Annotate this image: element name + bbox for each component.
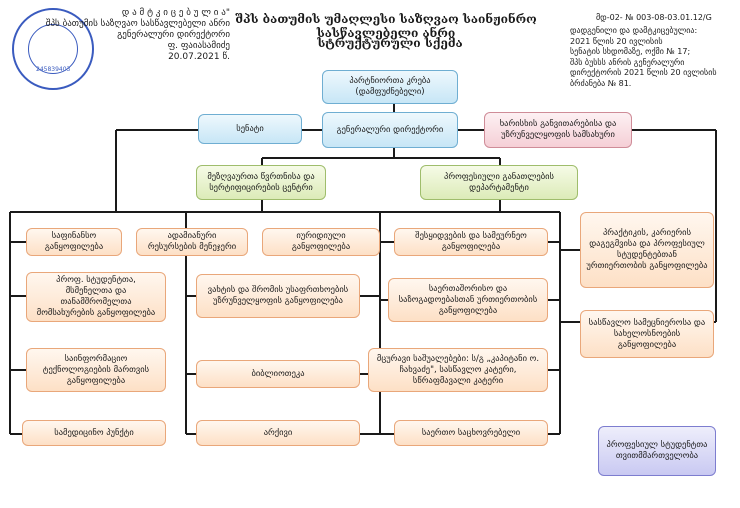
university-title: შპს ბათუმის უმაღლესი საზღვაო საინჟინრო ს… — [235, 12, 537, 40]
document-code: მდ-02- № 003-08-03.01.12/G — [596, 13, 712, 22]
box-training-center: მეზღვაურთა წვრთნისა და სერტიფიცირების ცე… — [196, 165, 326, 200]
box-training-vessels: მცურავი საშუალებები: ს/გ „კაპიტანი ო. ჩა… — [368, 348, 548, 392]
official-stamp: 245839403 — [12, 8, 94, 90]
approval-right-line: დირექტორის 2021 წლის 20 ივლისის — [570, 68, 717, 77]
approval-right: დადგენილი და დამტკიცებულია: 2021 წლის 20… — [570, 26, 735, 89]
stamp-number: 245839403 — [36, 66, 71, 73]
box-it-management: საინფორმაციო ტექნოლოგიების მართვის განყო… — [26, 348, 166, 392]
box-international-relations: საერთაშორისო და საზოგადოებასთან ურთიერთო… — [388, 278, 548, 322]
approval-right-line: სენატის სხდომაზე, ოქმი № 17; — [570, 47, 691, 56]
approval-right-line: შპს ბუსსს ანრის გენერალური — [570, 57, 685, 67]
box-workshops: სასწავლო სამეცნიეროსა და სახელოსნოების გ… — [580, 310, 714, 358]
box-student-self-government: პროფესიულ სტუდენტთა თვითმმართველობა — [598, 426, 716, 476]
box-professional-department: პროფესიული განათლების დეპარტამენტი — [420, 165, 578, 200]
approval-right-line: 2021 წლის 20 ივლისის — [570, 36, 663, 46]
box-human-resources: ადამიანური რესურსების მენეჯერი — [136, 228, 248, 256]
approval-right-line: ბრძანება № 81. — [570, 78, 632, 88]
box-general-director: გენერალური დირექტორი — [322, 112, 458, 148]
box-senate: სენატი — [198, 114, 302, 144]
box-safety: ვახტის და შრომის უსაფრთხოების უზრუნველყო… — [196, 274, 360, 318]
approval-left-line: ფ. ფაიასამიძე — [167, 41, 230, 51]
box-procurement: შესყიდვების და სამეურნეო განყოფილება — [394, 228, 548, 256]
box-finance: საფინანსო განყოფილება — [26, 228, 122, 256]
diagram-title: სტრუქტურული სქემა — [317, 36, 463, 50]
approval-left-line: გენერალური დირექტორი — [117, 30, 230, 40]
box-practice-career: პრაქტიკის, კარიერის დაგეგმვისა და პროფეს… — [580, 212, 714, 288]
box-archive: არქივი — [196, 420, 360, 446]
box-legal: იურიდიული განყოფილება — [262, 228, 380, 256]
approval-right-line: დადგენილი და დამტკიცებულია: — [570, 26, 698, 35]
stamp-inner-ring — [28, 24, 78, 74]
box-dormitory: საერთო საცხოვრებელი — [394, 420, 548, 446]
approval-left-line: დ ა მ ტ კ ი ც ე ბ უ ლ ი ა" — [121, 8, 230, 18]
box-partners-assembly: პარტნიორთა კრება (დამფუძნებელი) — [322, 70, 458, 104]
box-quality-service: ხარისხის განვითარებისა და უზრუნველყოფის … — [484, 112, 632, 148]
box-student-services: პროფ. სტუდენტთა, მსმენელთა და თანამშრომე… — [26, 272, 166, 322]
box-medical-point: სამედიცინო პუნქტი — [22, 420, 166, 446]
box-library: ბიბლიოთეკა — [196, 360, 360, 388]
approval-left-line: შპს ბათუმის საზღვაო სასწავლებელი ანრი — [45, 19, 230, 29]
approval-left: დ ა მ ტ კ ი ც ე ბ უ ლ ი ა" შპს ბათუმის ს… — [30, 8, 230, 63]
approval-left-line: 20.07.2021 წ. — [168, 52, 230, 62]
